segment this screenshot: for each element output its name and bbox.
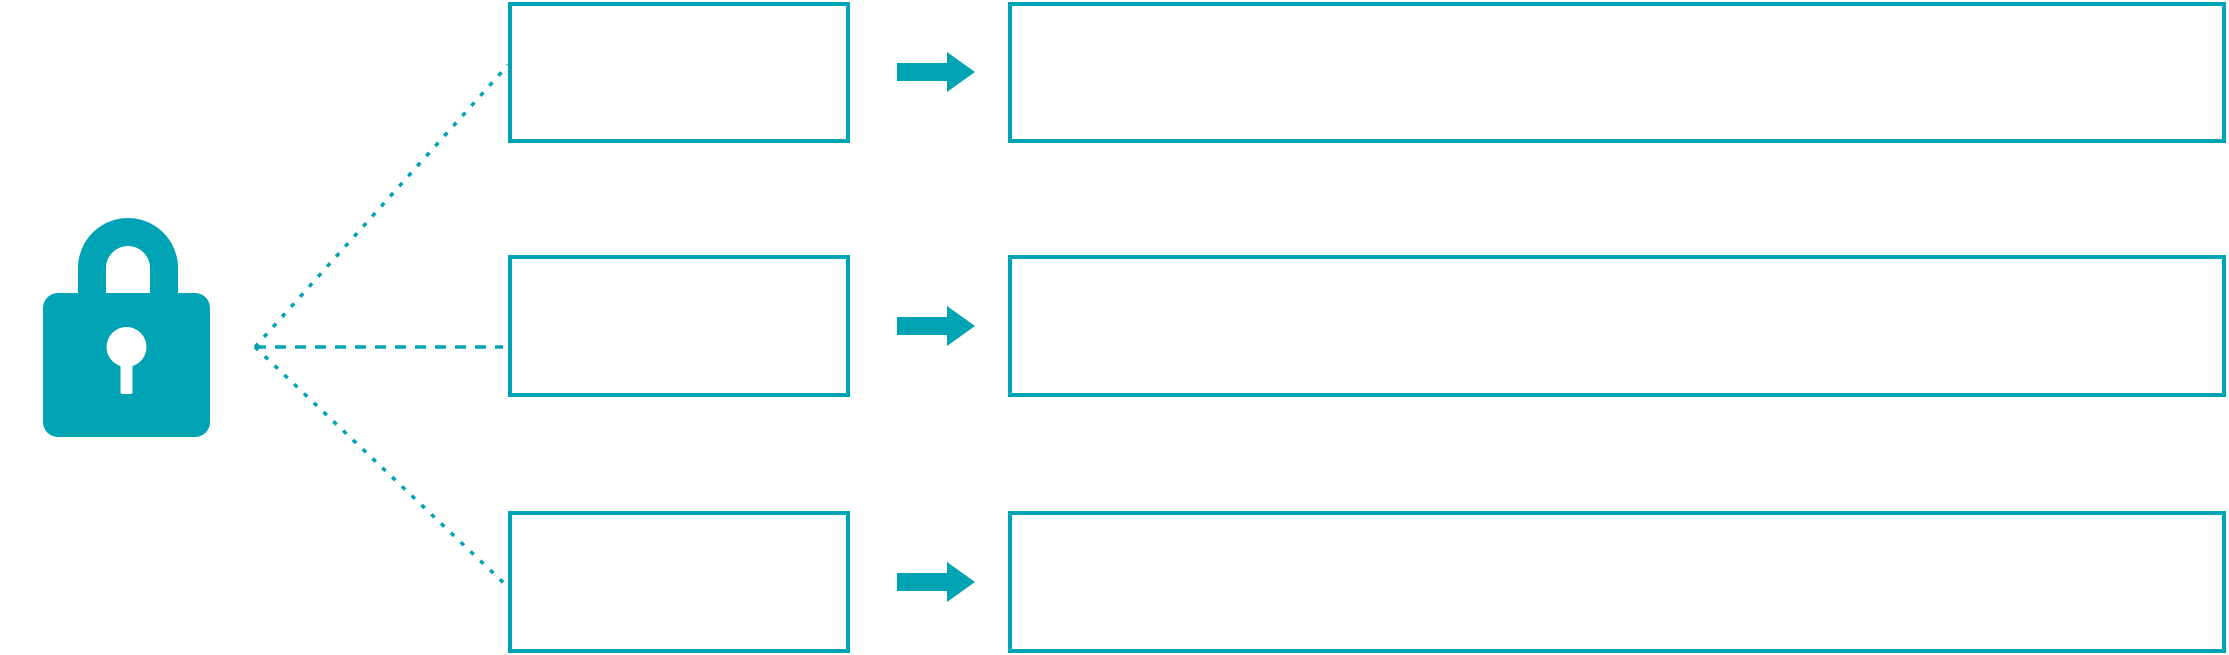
connector-line-top [253, 63, 510, 349]
category-box-1 [508, 2, 850, 143]
category-box-3 [508, 511, 850, 653]
arrow-right-icon [897, 562, 975, 602]
arrow-right-icon [897, 52, 975, 92]
detail-box-1 [1008, 2, 2226, 143]
detail-box-3 [1008, 511, 2226, 653]
lock-shackle [78, 218, 178, 300]
arrow-right-icon [897, 306, 975, 346]
keyhole-stem [120, 347, 133, 394]
connector-line-bottom [253, 345, 510, 589]
detail-box-2 [1008, 255, 2226, 397]
lock-icon [43, 218, 210, 437]
category-box-2 [508, 255, 850, 397]
